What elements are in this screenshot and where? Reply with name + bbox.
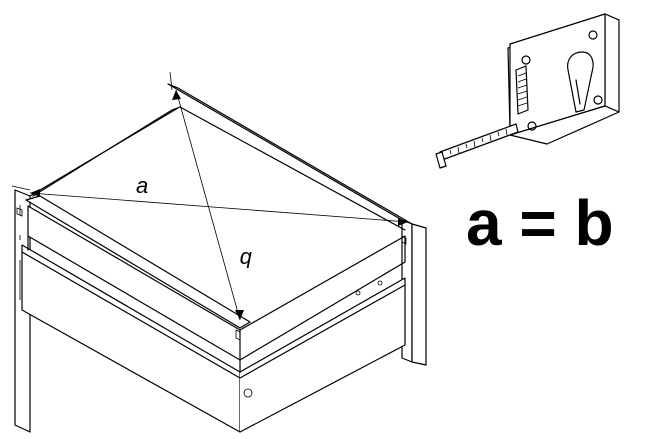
drawer-cabinet-icon xyxy=(14,83,427,433)
diagonal-b-label: b xyxy=(240,247,252,272)
tape-measure-icon xyxy=(435,13,620,169)
diagonal-lines xyxy=(11,71,409,321)
diagonal-a-label: a xyxy=(136,173,148,198)
equation-text: a = b xyxy=(466,187,614,259)
